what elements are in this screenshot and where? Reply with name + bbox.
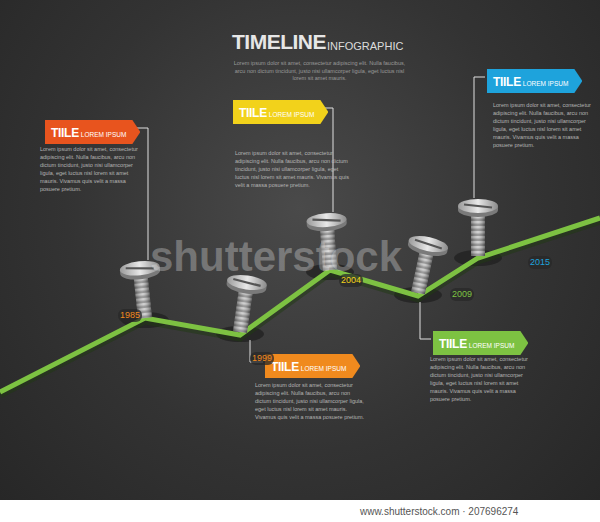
year-label: 1985: [118, 309, 142, 322]
body-text: Lorem ipsum dolor sit amet, consectetur …: [40, 146, 145, 194]
body-text: Lorem ipsum dolor sit amet, consectetur …: [255, 382, 365, 422]
tag-heading: TIILE: [493, 75, 521, 89]
year-label: 2009: [450, 288, 474, 301]
year-label: 1999: [250, 352, 274, 365]
tag-subheading: LOREM IPSUM: [523, 80, 569, 87]
page-title: TIMELINE: [232, 30, 326, 54]
title-tag: TIILELOREM IPSUM: [487, 69, 582, 93]
intro-text: Lorem ipsum dolor sit amet, consectetur …: [232, 60, 407, 83]
tag-heading: TIILE: [51, 126, 79, 140]
watermark-id: www.shutterstock.com · 207696274: [360, 505, 518, 519]
tag-subheading: LOREM IPSUM: [81, 131, 127, 138]
screw-icon: [398, 233, 449, 297]
body-text: Lorem ipsum dolor sit amet, consectetur …: [493, 102, 593, 150]
title-tag: TIILELOREM IPSUM: [45, 120, 140, 144]
tag-subheading: LOREM IPSUM: [301, 365, 347, 372]
body-text: Lorem ipsum dolor sit amet, consectetur …: [235, 150, 350, 190]
leader-line: [420, 302, 431, 339]
screw-icon: [458, 199, 498, 256]
tag-heading: TIILE: [239, 106, 267, 120]
tag-subheading: LOREM IPSUM: [469, 342, 515, 349]
title-tag: TIILELOREM IPSUM: [265, 354, 360, 378]
tag-heading: TIILE: [271, 360, 299, 374]
watermark: shutterstock: [150, 228, 402, 287]
tag-subheading: LOREM IPSUM: [269, 111, 315, 118]
watermark-band: [0, 500, 600, 522]
title-suffix: INFOGRAPHIC: [327, 39, 403, 54]
title-tag: TIILELOREM IPSUM: [433, 331, 528, 355]
body-text: Lorem ipsum dolor sit amet, consectetur …: [430, 356, 535, 404]
year-label: 2015: [528, 256, 552, 269]
title-tag: TIILELOREM IPSUM: [233, 100, 328, 124]
screw-icon: [220, 273, 268, 335]
leader-line: [474, 77, 485, 198]
tag-heading: TIILE: [439, 337, 467, 351]
